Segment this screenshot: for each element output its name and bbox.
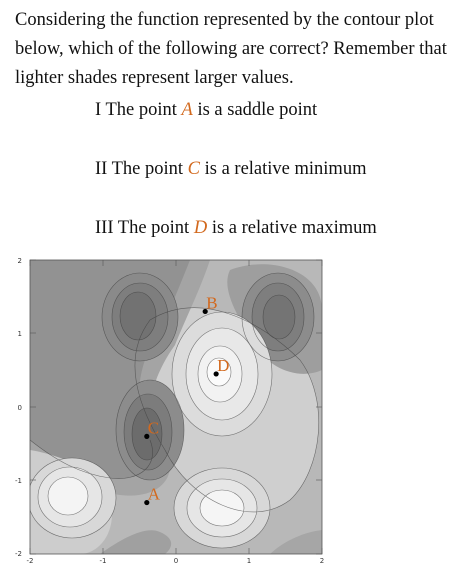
x-tick-1: -1: [100, 557, 107, 565]
statement-3-prefix: III The point: [95, 218, 194, 238]
statement-2-suffix: is a relative minimum: [200, 159, 367, 179]
point-d-marker: [213, 371, 219, 377]
y-tick-4: -2: [15, 550, 22, 558]
point-c-marker: [144, 433, 150, 439]
y-tick-3: -1: [15, 477, 22, 485]
x-tick-4: 2: [320, 557, 324, 565]
statement-2-prefix: II The point: [95, 159, 188, 179]
x-tick-3: 1: [247, 557, 251, 565]
point-b-marker: [202, 308, 208, 315]
points-layer: A B C D: [144, 293, 229, 506]
statement-3: III The point D is a relative maximum: [95, 216, 377, 240]
point-a-marker: [144, 499, 150, 506]
statement-2-point: C: [187, 159, 200, 179]
point-b-label: B: [206, 293, 217, 312]
question-text: Considering the function represented by …: [15, 10, 447, 88]
statement-1: I The point A is a saddle point: [95, 98, 317, 122]
statement-2: II The point C is a relative minimum: [95, 157, 366, 181]
statement-3-suffix: is a relative maximum: [207, 218, 377, 238]
contour-field: [30, 260, 322, 554]
statement-1-point: A: [181, 100, 193, 120]
point-d-label: D: [217, 356, 229, 375]
y-tick-0: 2: [18, 257, 22, 265]
statement-1-suffix: is a saddle point: [192, 100, 318, 120]
contour-plot: -2 -1 0 1 2 2 1 0 -1 -2 A B C D: [15, 257, 324, 565]
y-tick-1: 1: [18, 330, 22, 338]
x-tick-2: 0: [174, 557, 178, 565]
point-a-label: A: [148, 485, 161, 504]
statement-3-point: D: [193, 218, 208, 238]
y-tick-2: 0: [18, 404, 22, 412]
statement-1-prefix: I The point: [95, 100, 182, 120]
x-tick-0: -2: [27, 557, 34, 565]
point-c-label: C: [148, 418, 159, 437]
axis-ticks: [29, 259, 323, 555]
